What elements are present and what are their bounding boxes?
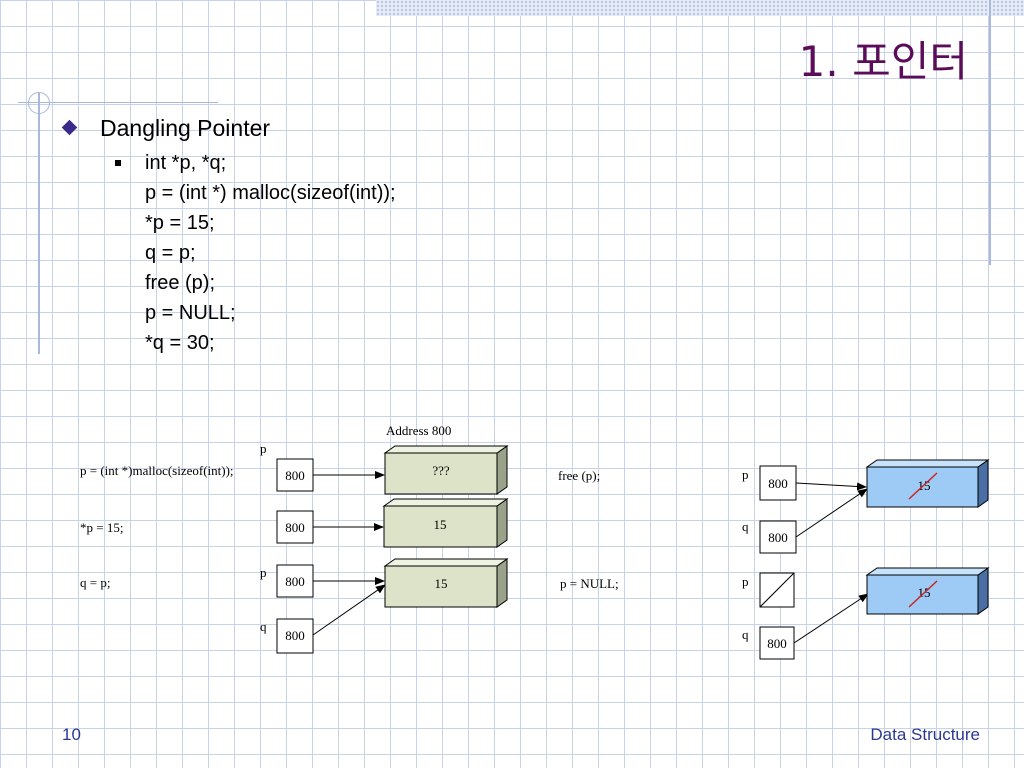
- null-step-pointer-p-label: p: [742, 574, 749, 589]
- code-line: p = NULL;: [145, 302, 236, 324]
- top-decoration-band: [376, 0, 1024, 16]
- free-step-pointer-p-box: [759, 465, 797, 501]
- code-line: *q = 30;: [145, 332, 215, 354]
- null-step-memory-cell: [865, 567, 990, 615]
- step3-arrow-q: [312, 584, 386, 636]
- free-step-code: free (p);: [558, 468, 600, 483]
- code-line: free (p);: [145, 272, 216, 294]
- step2-cell-value: 15: [434, 517, 447, 532]
- crosshair-icon: [28, 92, 50, 114]
- free-step-pointer-q-value: 800: [768, 530, 788, 545]
- code-line: p = (int *) malloc(sizeof(int));: [145, 182, 396, 204]
- step3-pointer-q-value: 800: [285, 628, 305, 643]
- null-step-arrow-q: [793, 593, 869, 644]
- step3-cell-value: 15: [435, 576, 448, 591]
- step1-pointer-box: [276, 458, 314, 492]
- step3-pointer-q-label: q: [260, 619, 267, 634]
- free-step-arrow-q: [795, 488, 868, 538]
- step1-cell-value: ???: [432, 463, 450, 478]
- null-step-pointer-q-box: [759, 626, 795, 660]
- decoration-line-horizontal: [18, 102, 218, 103]
- step2-pointer-value: 800: [285, 520, 305, 535]
- code-line: int *p, *q;: [145, 152, 227, 174]
- null-pointer-slash: [759, 572, 795, 608]
- step2-pointer-box: [276, 510, 314, 544]
- null-step-pointer-q-value: 800: [767, 636, 787, 651]
- step3-memory-cell: [383, 558, 509, 608]
- decoration-line-right: [989, 0, 991, 265]
- diamond-bullet-icon: [61, 119, 78, 136]
- code-line: *p = 15;: [145, 212, 215, 234]
- step1-pointer-label: p: [260, 441, 267, 456]
- square-bullet-icon: [115, 160, 121, 166]
- free-step-pointer-p-label: p: [742, 467, 749, 482]
- free-step-pointer-q-label: q: [742, 519, 749, 534]
- slide-title: 1. 포인터: [798, 37, 968, 86]
- step3-code: q = p;: [80, 575, 110, 590]
- null-step-code: p = NULL;: [560, 576, 619, 591]
- bullet-heading: Dangling Pointer: [100, 115, 271, 141]
- memory-diagram: Address 800 p = (int *)malloc(sizeof(int…: [80, 423, 990, 660]
- free-step-strike-mark: [908, 472, 938, 500]
- code-line: q = p;: [145, 242, 196, 264]
- step2-code: *p = 15;: [80, 520, 123, 535]
- footer-label: Data Structure: [870, 725, 980, 744]
- free-step-arrow-p: [795, 482, 867, 491]
- step3-pointer-p-value: 800: [285, 574, 305, 589]
- step1-pointer-value: 800: [285, 468, 305, 483]
- decoration-line-left: [38, 92, 40, 354]
- null-step-strike-mark: [908, 580, 938, 608]
- step3-pointer-p-box: [276, 564, 314, 598]
- step2-memory-cell: [382, 498, 509, 548]
- step3-pointer-q-box: [276, 618, 314, 654]
- null-step-pointer-q-label: q: [742, 627, 749, 642]
- address-label: Address 800: [386, 423, 451, 438]
- step1-memory-cell: [383, 445, 509, 495]
- free-step-pointer-p-value: 800: [768, 476, 788, 491]
- step1-code: p = (int *)malloc(sizeof(int));: [80, 463, 234, 478]
- code-block: int *p, *q; p = (int *) malloc(sizeof(in…: [145, 148, 396, 358]
- step3-pointer-p-label: p: [260, 565, 267, 580]
- page-number: 10: [62, 725, 81, 744]
